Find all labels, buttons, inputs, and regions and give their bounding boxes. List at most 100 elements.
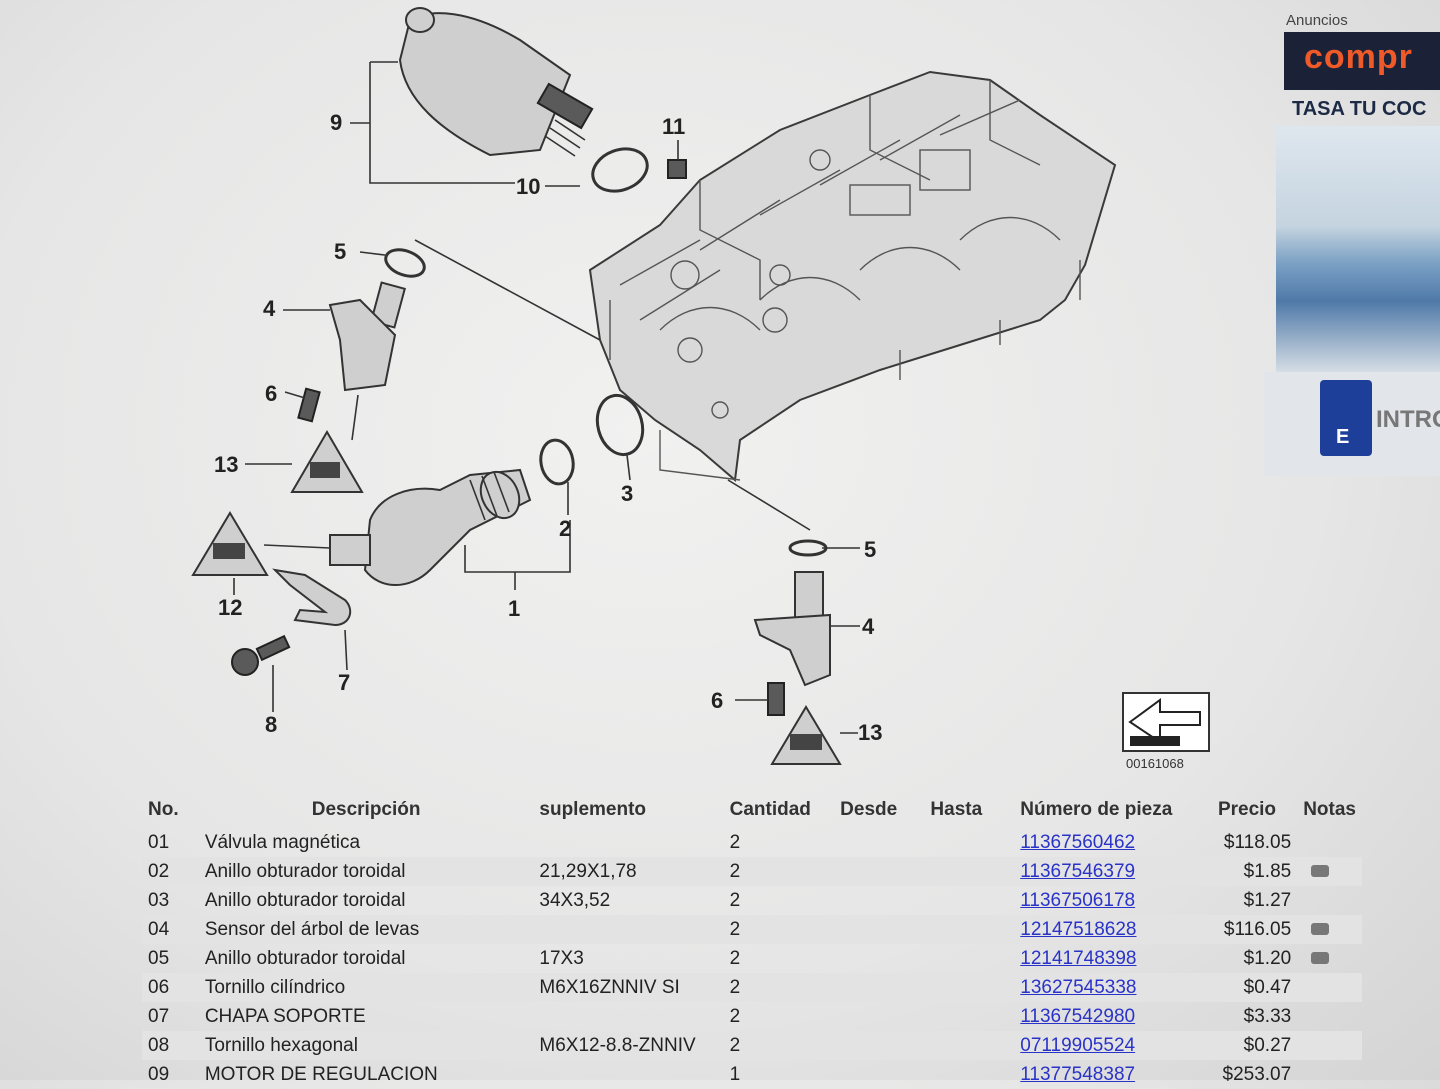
callout-8: 8 bbox=[265, 712, 277, 737]
row-price: $3.33 bbox=[1243, 1005, 1292, 1027]
row-price-cell: $0.27 bbox=[1196, 1031, 1298, 1060]
callout-6-bottom: 6 bbox=[711, 688, 723, 713]
camera-icon[interactable] bbox=[1311, 865, 1330, 878]
ad-banner[interactable] bbox=[1284, 32, 1440, 90]
row-description-cell: Tornillo cilíndrico bbox=[198, 973, 534, 1002]
part-number-link[interactable]: 12141748398 bbox=[1020, 947, 1137, 969]
part-number-link[interactable]: 13627545338 bbox=[1020, 976, 1137, 998]
row-description: Anillo obturador toroidal bbox=[204, 947, 406, 969]
row-to-cell bbox=[924, 857, 1015, 886]
part-number-link[interactable]: 07119905524 bbox=[1020, 1034, 1136, 1056]
row-part-number-cell: 11367542980 bbox=[1014, 1002, 1197, 1031]
row-from-cell bbox=[834, 915, 925, 944]
row-description-cell: MOTOR DE REGULACION bbox=[199, 1060, 534, 1089]
part-number-link[interactable]: 11367542980 bbox=[1020, 1005, 1136, 1027]
row-notes-cell bbox=[1297, 1060, 1362, 1089]
ads-panel[interactable]: Anuncios compr TASA TU COC E INTRO bbox=[1262, 0, 1440, 480]
row-price-cell: $1.85 bbox=[1196, 857, 1298, 886]
row-price-cell: $1.27 bbox=[1197, 886, 1297, 915]
callout-3: 3 bbox=[621, 481, 633, 506]
row-part-number-cell: 11377548387 bbox=[1014, 1060, 1197, 1089]
row-part-number-cell: 12141748398 bbox=[1014, 944, 1197, 973]
row-quantity: 2 bbox=[729, 889, 741, 911]
ad-car-photo[interactable] bbox=[1276, 126, 1440, 376]
row-price-cell: $253.07 bbox=[1197, 1060, 1297, 1089]
header-supplement: suplemento bbox=[539, 799, 647, 820]
callout-4-top: 4 bbox=[263, 296, 276, 321]
row-quantity: 2 bbox=[729, 860, 741, 882]
row-price: $116.05 bbox=[1223, 918, 1292, 940]
row-quantity: 2 bbox=[729, 1005, 741, 1027]
callout-9: 9 bbox=[330, 110, 342, 135]
part-number-link[interactable]: 11367560462 bbox=[1020, 831, 1136, 853]
row-supplement-cell: 34X3,52 bbox=[533, 886, 723, 915]
row-from-cell bbox=[834, 973, 925, 1002]
row-description: Sensor del árbol de levas bbox=[204, 918, 420, 940]
part-number-link[interactable]: 11377548387 bbox=[1020, 1063, 1136, 1085]
triangle-icon-13-top bbox=[310, 462, 340, 478]
plate-country: E bbox=[1336, 426, 1350, 448]
row-from-cell bbox=[834, 1060, 924, 1089]
callout-7: 7 bbox=[338, 670, 350, 695]
parts-exploded-diagram: 9 10 11 5 4 6 13 12 8 7 1 2 3 5 4 6 13 bbox=[191, 7, 1210, 765]
row-supplement-cell: 21,29X1,78 bbox=[533, 857, 724, 886]
row-from-cell bbox=[834, 944, 924, 973]
row-number-cell: 05 bbox=[142, 944, 199, 973]
diagram-code: 00161068 bbox=[1126, 756, 1184, 771]
row-notes-cell bbox=[1297, 944, 1362, 973]
ad-brand-text[interactable]: compr bbox=[1304, 38, 1413, 76]
header-no: No. bbox=[148, 799, 179, 820]
row-price-cell: $116.05 bbox=[1196, 915, 1298, 944]
triangle-icon-12 bbox=[213, 543, 245, 559]
camera-icon[interactable] bbox=[1311, 952, 1330, 965]
callout-13-top: 13 bbox=[214, 452, 238, 477]
row-to-cell bbox=[924, 828, 1014, 857]
header-quantity: Cantidad bbox=[729, 799, 811, 820]
row-description-cell: Anillo obturador toroidal bbox=[199, 886, 534, 915]
row-supplement-cell bbox=[533, 915, 724, 944]
callout-1: 1 bbox=[508, 596, 520, 621]
row-from-cell bbox=[834, 828, 924, 857]
callout-6-top: 6 bbox=[265, 381, 277, 406]
ads-label: Anuncios bbox=[1286, 12, 1348, 29]
header-description: Descripción bbox=[311, 799, 421, 820]
part-number-link[interactable]: 12147518628 bbox=[1020, 918, 1137, 940]
row-part-number-cell: 11367506178 bbox=[1014, 886, 1197, 915]
oring-part-2 bbox=[539, 438, 575, 486]
callout-4-bottom: 4 bbox=[862, 614, 875, 639]
row-from-cell bbox=[834, 1031, 925, 1060]
row-quantity-cell: 2 bbox=[724, 828, 835, 857]
row-to-cell bbox=[924, 944, 1014, 973]
row-price: $118.05 bbox=[1223, 831, 1292, 853]
row-number: 07 bbox=[148, 1005, 170, 1027]
part-number-link[interactable]: 11367506178 bbox=[1020, 889, 1136, 911]
row-part-number-cell: 12147518628 bbox=[1014, 915, 1197, 944]
row-price: $1.85 bbox=[1243, 860, 1292, 882]
row-description: Anillo obturador toroidal bbox=[204, 889, 406, 911]
row-notes-cell bbox=[1297, 1031, 1362, 1060]
row-description: Tornillo hexagonal bbox=[204, 1034, 358, 1056]
ad-tagline[interactable]: TASA TU COC bbox=[1292, 98, 1427, 120]
row-description-cell: Sensor del árbol de levas bbox=[198, 915, 534, 944]
bolt-part-8 bbox=[231, 634, 291, 676]
callout-10: 10 bbox=[516, 174, 540, 199]
row-quantity-cell: 2 bbox=[724, 886, 835, 915]
part-number-link[interactable]: 11367546379 bbox=[1020, 860, 1136, 882]
nut-part-11 bbox=[667, 159, 687, 179]
camera-icon[interactable] bbox=[1311, 923, 1330, 936]
plate-input-text[interactable]: INTRO bbox=[1376, 406, 1440, 433]
row-notes-cell bbox=[1297, 915, 1362, 944]
header-price: Precio bbox=[1217, 799, 1277, 820]
row-quantity-cell: 2 bbox=[723, 857, 835, 886]
row-supplement-cell: M6X16ZNNIV SI bbox=[533, 973, 724, 1002]
row-price: $0.47 bbox=[1243, 976, 1292, 998]
row-supplement-cell bbox=[533, 1060, 723, 1089]
row-supplement-cell: M6X12-8.8-ZNNIV bbox=[533, 1031, 724, 1060]
row-number-cell: 07 bbox=[142, 1002, 199, 1031]
callout-11: 11 bbox=[662, 114, 685, 139]
